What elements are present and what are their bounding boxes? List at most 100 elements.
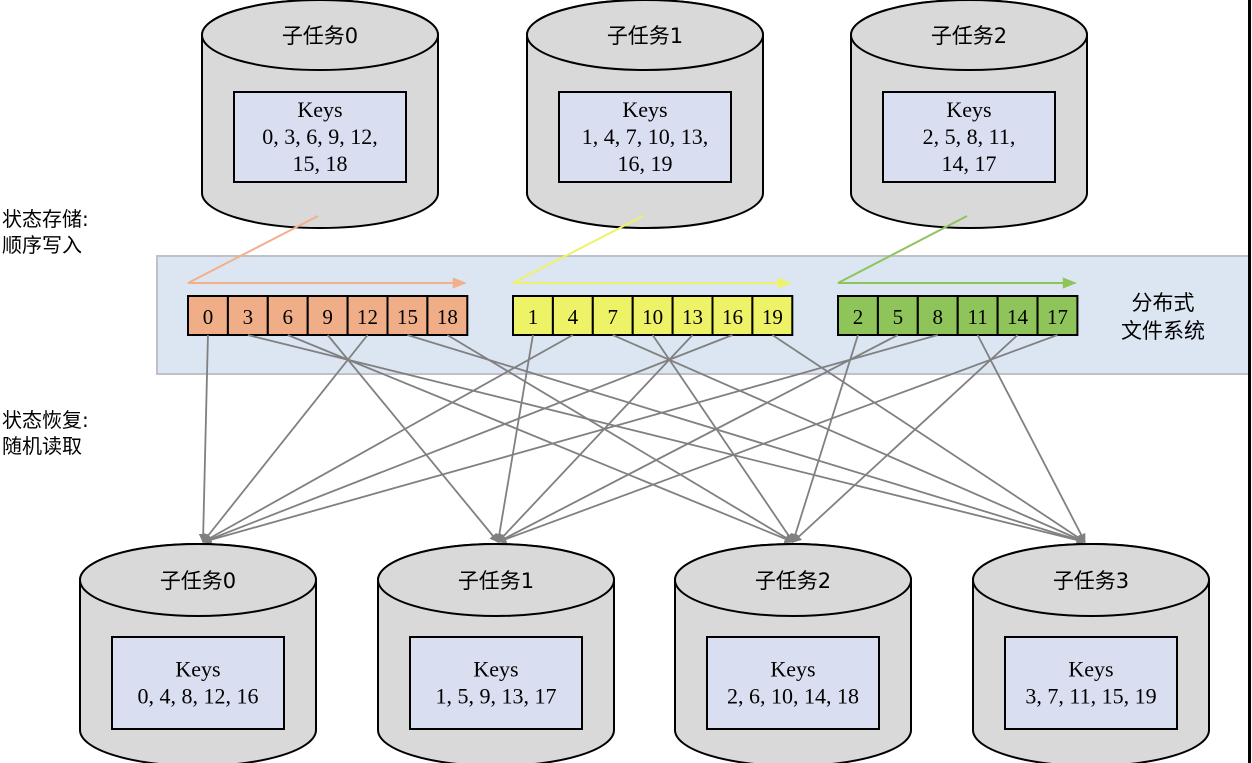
dfs-key-cell [346, 295, 389, 336]
write-arrow-line [187, 215, 467, 289]
target-keys-list: 0, 4, 8, 12, 16 [138, 684, 259, 709]
dfs-key-cell [426, 295, 469, 336]
dfs-key-cell [591, 295, 634, 336]
target-keys-list: 1, 5, 9, 13, 17 [436, 684, 557, 709]
write-arrow-line [512, 215, 792, 289]
source-keys-list: 1, 4, 7, 10, 13, [582, 124, 709, 149]
target-keys-list: 3, 7, 11, 15, 19 [1025, 684, 1156, 709]
dfs-key-row-2: 2 5 8 11 14 17 [837, 295, 1079, 336]
restore-arrow-key-1 [494, 334, 534, 543]
dfs-key-value: 8 [933, 305, 944, 329]
source-task-name: 子任务0 [282, 24, 358, 48]
source-keys-list: 14, 17 [942, 151, 997, 176]
dfs-key-value: 6 [283, 305, 294, 329]
target-cylinder-top [377, 543, 615, 617]
write-arrow-1 [512, 215, 792, 289]
restore-arrow-key-2 [791, 334, 859, 543]
dfs-key-cell [386, 295, 429, 336]
dfs-key-value: 1 [528, 305, 539, 329]
dfs-key-value: 10 [642, 305, 663, 329]
source-task-name: 子任务2 [931, 24, 1007, 48]
restore-arrow-key-13 [497, 334, 694, 543]
target-cylinder-top [972, 543, 1210, 617]
target-task-name: 子任务2 [755, 569, 831, 593]
dfs-key-value: 15 [397, 305, 418, 329]
target-keys-heading: Keys [473, 657, 518, 682]
source-task-name: 子任务1 [607, 24, 683, 48]
source-keys-heading: Keys [622, 97, 667, 122]
dfs-label-line1: 分布式 [1132, 291, 1195, 315]
dfs-key-value: 16 [722, 305, 743, 329]
dfs-key-value: 18 [437, 305, 458, 329]
dfs-key-cell [751, 295, 794, 336]
restore-arrow-key-15 [407, 334, 1086, 544]
target-keys-box [409, 636, 583, 730]
target-task-name: 子任务1 [458, 569, 534, 593]
dfs-key-cell [187, 295, 229, 336]
write-arrow-2 [837, 215, 1077, 289]
write-arrow-line [837, 215, 1077, 289]
target-keys-heading: Keys [1068, 657, 1113, 682]
restore-arrow-key-0 [198, 334, 209, 543]
restore-label-line2: 随机读取 [2, 434, 82, 458]
restore-label: 状态恢复: 随机读取 [2, 407, 89, 459]
dfs-key-cell [226, 295, 269, 336]
dfs-key-cell [916, 295, 959, 336]
dfs-key-value: 14 [1007, 305, 1029, 329]
dfs-key-value: 0 [203, 305, 214, 329]
target-keys-box [706, 636, 880, 730]
source-cylinder-top [850, 0, 1088, 71]
source-keys-list: 2, 5, 8, 11, [923, 124, 1016, 149]
restore-arrow-key-16 [202, 334, 733, 544]
source-cylinder-top [526, 0, 764, 71]
dfs-key-value: 11 [968, 305, 988, 329]
source-keys-box [233, 91, 407, 183]
dfs-key-value: 2 [853, 305, 864, 329]
dfs-label-line2: 文件系统 [1121, 319, 1205, 343]
source-keys-heading: Keys [946, 97, 991, 122]
dfs-key-value: 13 [682, 305, 703, 329]
target-keys-list: 2, 6, 10, 14, 18 [727, 684, 859, 709]
dfs-key-value: 17 [1047, 305, 1068, 329]
source-keys-list: 15, 18 [293, 151, 348, 176]
restore-arrow-key-9 [326, 334, 499, 543]
target-cylinder-top [674, 543, 912, 617]
restore-arrow-key-19 [771, 334, 1086, 543]
dfs-key-value: 5 [893, 305, 904, 329]
target-keys-heading: Keys [175, 657, 220, 682]
restore-arrow-key-18 [446, 334, 794, 543]
source-keys-box [882, 91, 1056, 183]
right-border [1248, 0, 1251, 763]
restore-arrow-key-12 [202, 334, 369, 543]
target-task-name: 子任务3 [1053, 569, 1129, 593]
restore-arrow-key-11 [976, 334, 1086, 543]
restore-arrow-key-4 [202, 334, 574, 543]
source-keys-heading: Keys [297, 97, 342, 122]
store-label-line1: 状态存储: [2, 207, 89, 231]
target-keys-box [1004, 636, 1178, 730]
restore-arrow-key-6 [287, 334, 794, 544]
restore-arrow-key-8 [202, 334, 938, 545]
dfs-key-cell [876, 295, 919, 336]
source-cylinder-top [201, 0, 439, 71]
store-label-line2: 顺序写入 [2, 233, 82, 257]
dfs-key-value: 19 [762, 305, 783, 329]
target-keys-heading: Keys [770, 657, 815, 682]
target-keys-box [111, 636, 285, 730]
write-arrow-0 [187, 215, 467, 289]
restore-arrow-key-14 [792, 334, 1019, 543]
source-keys-list: 16, 19 [618, 151, 673, 176]
source-keys-box [558, 91, 732, 183]
restore-label-line1: 状态恢复: [2, 408, 89, 432]
restore-arrow-key-17 [497, 334, 1058, 544]
